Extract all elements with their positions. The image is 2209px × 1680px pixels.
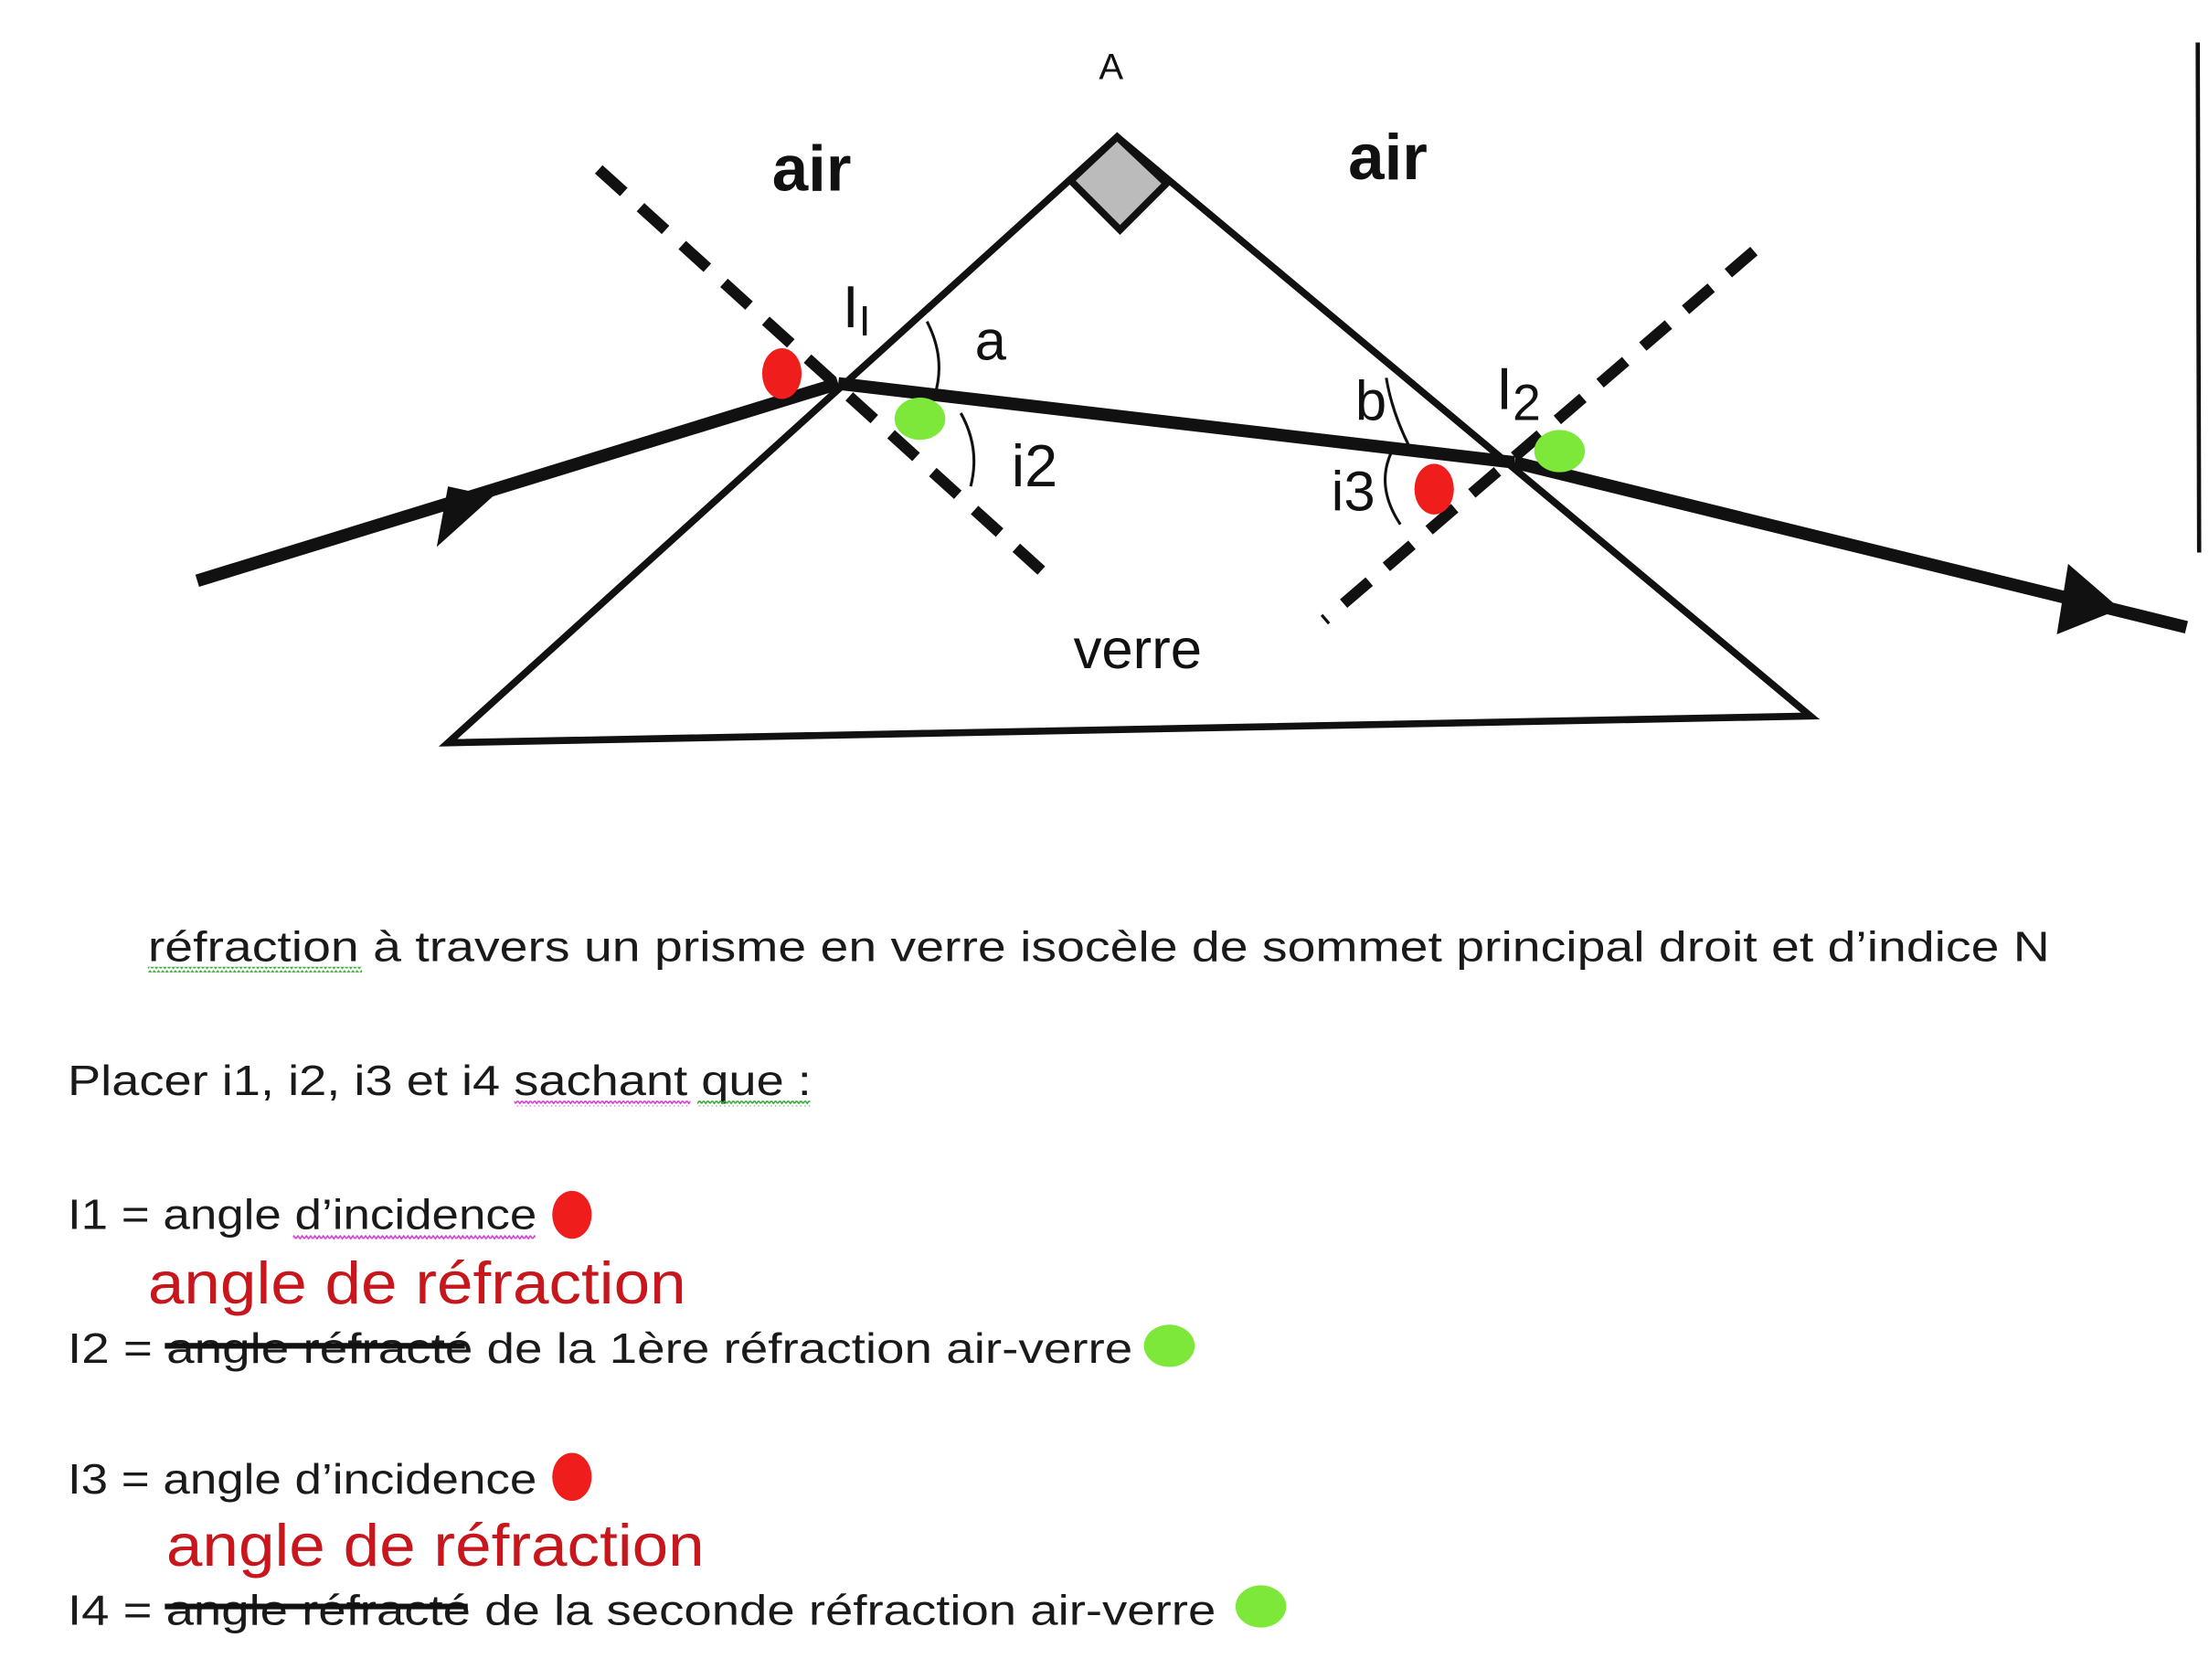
right-angle-marker [1065, 132, 1172, 236]
green-marker-legend-i2 [1143, 1324, 1195, 1367]
normal-line-1 [594, 165, 1054, 582]
definition-i3: I3 = angle d’incidence [68, 1455, 536, 1503]
angle-arc-b [1385, 377, 1410, 447]
angle-arc-i2 [959, 412, 976, 487]
glass-label: verre [1074, 618, 1202, 681]
frame-edge-line [2195, 42, 2202, 553]
spellcheck-underline [514, 1101, 691, 1107]
arrow-icon [2056, 563, 2120, 634]
point-i2-label: I2 [1496, 355, 1541, 431]
correction-annotation-2: angle de réfraction [166, 1512, 705, 1579]
prism-triangle [438, 132, 1821, 747]
angle-i2-label: i2 [1012, 432, 1057, 499]
definition-i1: I1 = angle d’incidence [68, 1190, 536, 1238]
angle-i3-label: i3 [1332, 460, 1375, 523]
definition-i4: I4 = angle réfracté de la seconde réfrac… [68, 1587, 1216, 1634]
red-marker-legend-i1 [552, 1190, 592, 1239]
red-marker-i3 [1414, 463, 1454, 515]
red-marker-legend-i3 [552, 1452, 592, 1501]
struck-text: angle réfracté [166, 1587, 471, 1634]
red-marker-i1 [761, 348, 802, 399]
correction-annotation-1: angle de réfraction [148, 1249, 686, 1316]
spellcheck-underline [147, 966, 363, 973]
air-label-right: air [1348, 122, 1428, 194]
apex-label: A [1099, 48, 1123, 88]
angle-b-label: b [1355, 370, 1386, 433]
point-i1-label: II [843, 273, 871, 345]
internal-ray [837, 377, 1515, 469]
arrow-icon [436, 486, 494, 548]
spellcheck-underline [292, 1234, 536, 1240]
incident-ray [195, 377, 841, 588]
green-marker-i2 [894, 397, 946, 441]
instruction-text: Placer i1, i2, i3 et i4 sachant que : [68, 1057, 812, 1104]
green-marker-legend-i4 [1235, 1585, 1287, 1628]
normal-line-2 [1320, 246, 1758, 625]
spellcheck-underline [697, 1101, 811, 1107]
caption-text: réfraction à travers un prisme en verre … [148, 923, 2050, 971]
green-marker-i4 [1534, 430, 1586, 473]
air-label-left: air [772, 133, 852, 205]
angle-a-label: a [975, 309, 1007, 372]
angle-arc-i3 [1384, 450, 1402, 526]
angle-arc-a [925, 321, 940, 399]
